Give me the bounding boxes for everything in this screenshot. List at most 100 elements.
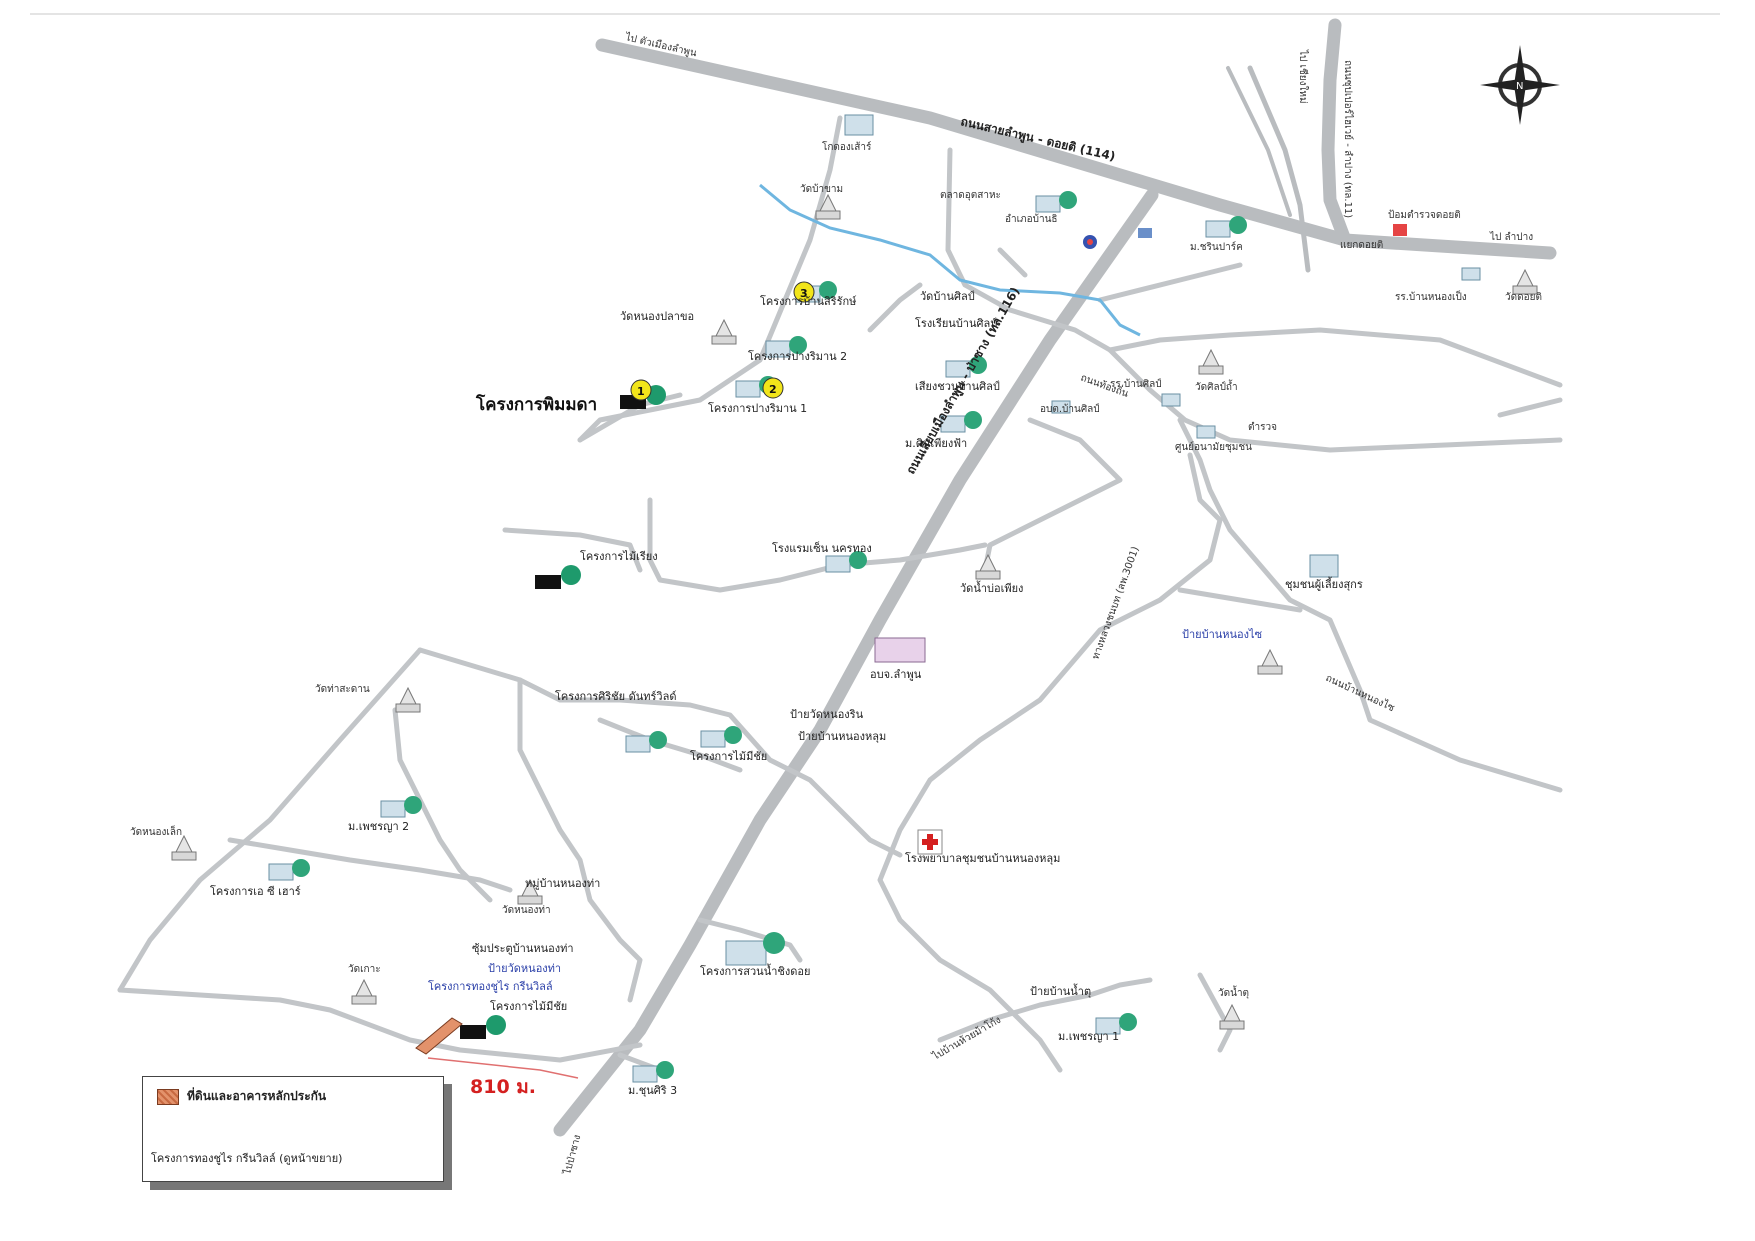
label-hospital: โรงพยาบาลชุมชนบ้านหนองหลุม [905, 851, 1060, 865]
local-roads [117, 115, 1563, 1073]
label-wat-baankham: วัดบ้าขาม [800, 183, 843, 195]
marker-2-icon [762, 377, 784, 399]
label-lampang-station: ป้อมตำรวจดอยติ [1388, 209, 1461, 221]
label-hotel-nonghor: โรงแรมเซ็น นครทอง [772, 541, 872, 555]
label-baan-siheang: โครงการเอ ซี เฮาร์ [210, 884, 301, 898]
subject-plot-icon [415, 1017, 463, 1055]
road-label-11: ถนนซุปเปอร์ไฮเวย์ - ลำปาง (ทล.11) [1342, 60, 1354, 218]
label-wat-ko: วัดเกาะ [348, 964, 381, 975]
road-local-15 [417, 647, 903, 858]
label-sirichai: โครงการศิริชัย ดันทร์วิลด์ [555, 689, 676, 703]
housing-project-icon [825, 551, 867, 573]
housing-project-icon [1051, 400, 1071, 414]
label-wat-nongyap: วัดศิลป์ถ้ำ [1195, 379, 1238, 393]
label-thongchurai: โครงการทองชูไร กรีนวิลล์ [428, 979, 553, 993]
distance-label: 810 ม. [470, 1076, 536, 1098]
road-local-16 [117, 647, 423, 993]
housing-project-icon [1461, 267, 1481, 281]
label-talad: ตลาดอุตสาหะ [940, 190, 1001, 201]
housing-project-icon [940, 411, 982, 433]
place-icons [171, 45, 1560, 1083]
housing-project-icon [380, 796, 422, 818]
label-wat-doi: วัดดอยติ [1505, 292, 1542, 303]
temple-icon [395, 686, 421, 713]
housing-project-icon [1205, 216, 1247, 238]
label-tree-ridge: โครงการไม้เรียง [580, 549, 658, 563]
housing-project-icon [1095, 1013, 1137, 1035]
compass-letter: N [1516, 81, 1523, 92]
legend-item-project: โครงการทองชูไร กรีนวิลล์ (ดูหน้าขยาย) [151, 1152, 343, 1165]
road-local-19 [597, 717, 743, 773]
label-moo-dinfong: ม.ดินเพียงฟ้า [905, 437, 967, 450]
temple-icon [1257, 648, 1283, 675]
label-health: ศูนย์อนามัยชุมชน [1175, 441, 1252, 453]
community-icon [1309, 554, 1339, 578]
temple-icon [351, 978, 377, 1005]
label-wat-nonglek: วัดหนองเล็ก [130, 824, 182, 838]
road-local-1 [577, 115, 843, 443]
hospital-building-icon [874, 637, 926, 663]
label-pangrimnam2: โครงการปางริมาน 2 [748, 349, 847, 363]
highway-11 [1321, 18, 1352, 247]
label-moo-pechaya2: ม.เพชรญา 2 [348, 820, 409, 833]
label-bus-nongnoi: ป้ายบ้านหนองหลุม [798, 730, 886, 743]
dir-to-chiangmai: ไป เชียงใหม่ [1297, 49, 1309, 104]
label-wat-nam2: วัดน้ำตุ [1218, 985, 1249, 999]
legend-item-collateral: ที่ดินและอาคารหลักประกัน [187, 1089, 327, 1103]
label-rr-baan: รร.บ้านหนองเป็ง [1395, 289, 1467, 303]
main-roads [553, 18, 1557, 1137]
housing-project-icon [625, 731, 667, 753]
road-local-13 [647, 497, 988, 593]
label-suan-numnong: โครงการสวนน้ำชิงดอย [700, 963, 810, 978]
temple-icon [815, 193, 841, 220]
label-amphoe: อำเภอบ้านธิ [1005, 213, 1058, 225]
road-local-8 [1177, 417, 1563, 793]
temple-icon [1219, 1003, 1245, 1030]
temple-icon [711, 318, 737, 345]
label-wat-nam: วัดน้ำบ่อเพียง [960, 580, 1023, 595]
label-school-baanlamphun: รร.บ้านศิลป์ [1110, 378, 1162, 390]
label-mai-sichai: โครงการไม้มีชัย [690, 749, 767, 763]
compass-icon [1480, 45, 1560, 125]
housing-project-icon [945, 356, 987, 378]
label-school-baan: โรงเรียนบ้านศิลป์ [915, 316, 997, 330]
hospital-icon [917, 829, 943, 855]
housing-project-icon [1161, 393, 1181, 407]
housing-project-icon [632, 1061, 674, 1083]
road-local-6 [997, 247, 1028, 278]
road-local-25 [1197, 972, 1233, 1053]
road-local-22 [117, 987, 643, 1063]
label-moo-charin: ม.ชรินปาร์ค [1190, 241, 1243, 253]
police-icon [1083, 235, 1097, 249]
label-wat-nongtaw: วัดหนองท่า [502, 905, 551, 916]
label-moo-pechaya1: ม.เพชรญา 1 [1058, 1030, 1119, 1043]
label-phimmada: โครงการพิมมดา [475, 394, 597, 415]
label-village-sila: เสียงชวนบ้านศิลป์ [915, 380, 1000, 393]
label-kodownong: โกดองเส้าร์ [822, 140, 872, 153]
label-nong-community: ชุมชนผู้เลี้ยงสุกร [1285, 576, 1363, 591]
collateral-plot-swatch [157, 1089, 179, 1105]
road-label-3001: ทางหลวงชนบท (ลพ.3001) [1090, 545, 1141, 661]
road-local-9 [877, 452, 1223, 1073]
railway [1226, 66, 1292, 217]
featured-project-icon [460, 1015, 506, 1039]
label-bus-nam: ป้ายบ้านน้ำตุ [1030, 983, 1091, 998]
temple-icon [975, 553, 1001, 580]
marker-3-icon [793, 281, 815, 303]
featured-project-icon [535, 565, 581, 589]
label-gate-nongha: ซุ้มประตูบ้านหนองท่า [472, 942, 574, 955]
distance-line [427, 1057, 579, 1079]
marker-2-label: 2 [769, 383, 777, 396]
label-wat-nongplaod: วัดหนองปลาขอ [620, 310, 694, 323]
housing-project-icon [725, 932, 785, 966]
temple-icon [1198, 348, 1224, 375]
label-stair: แยกดอยติ [1340, 240, 1383, 251]
road-local-7 [867, 282, 923, 333]
housing-project-icon [1196, 425, 1216, 439]
housing-project-icon [268, 859, 310, 881]
label-lamphun-hosp: อบจ.ลำพูน [870, 668, 922, 681]
highway-114 [595, 38, 1557, 260]
river [759, 183, 1141, 337]
road-local-20 [227, 837, 513, 893]
